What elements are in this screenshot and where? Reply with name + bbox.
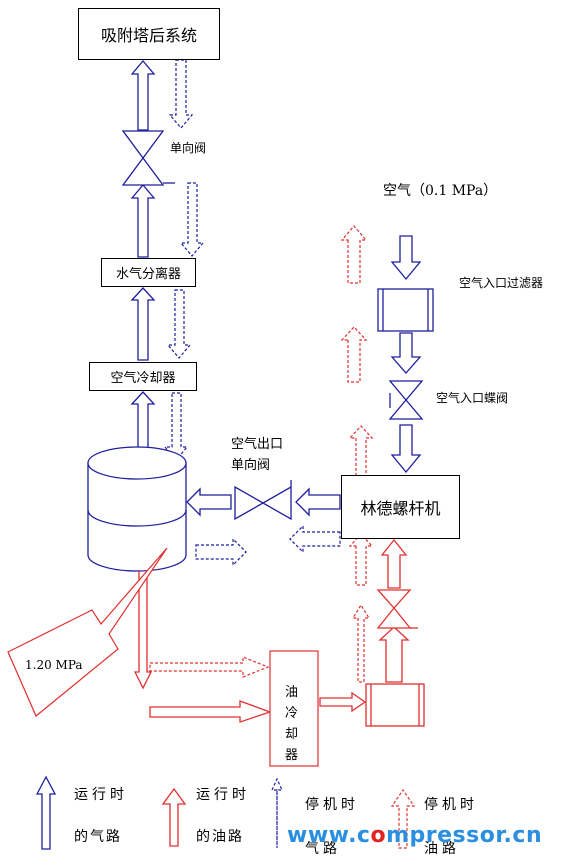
watermark-pre: www.c (287, 823, 371, 848)
legend-stop-air-line1: 停机时 (305, 797, 359, 813)
watermark-o: o (370, 823, 387, 848)
legend-run-air-arrow (35, 775, 57, 850)
arrow-tank-to-cooler (130, 391, 156, 463)
pressure-callout (7, 547, 168, 717)
legend-stop-oil-line1: 停机时 (424, 797, 478, 813)
compressor-label: 林德螺杆机 (360, 499, 441, 518)
oil-cooler-box (269, 650, 319, 767)
air-cooler-box: 空气冷却器 (89, 362, 197, 391)
legend-run-air-line2: 的气路 (74, 829, 122, 845)
check-valve-top-symbol (121, 130, 175, 186)
legend-run-oil-arrow (161, 787, 187, 847)
air-cooler-label: 空气冷却器 (110, 371, 176, 386)
legend-stop-air-line2: 气路 (305, 841, 341, 857)
inlet-filter-label: 空气入口过滤器 (459, 276, 544, 290)
after-system-box: 吸附塔后系统 (78, 8, 220, 60)
run-air-outlet (186, 480, 341, 521)
watermark-post: mpressor.cn (386, 823, 543, 848)
separator-label: 水气分离器 (115, 267, 181, 282)
check-valve-top-label: 单向阀 (170, 141, 207, 155)
oil-cooler-char-1: 油 (285, 685, 299, 700)
oil-cooler-char-2: 冷 (285, 706, 299, 721)
oil-separator-tank (87, 446, 187, 572)
separator-box: 水气分离器 (101, 258, 196, 287)
air-inlet-label: 空气（0.1 MPa） (383, 183, 498, 199)
legend-stop-air-arrow (271, 777, 283, 848)
legend-run-air-line1: 运行时 (74, 787, 128, 803)
arrow-into-after-system (130, 59, 156, 131)
oil-cooler-char-3: 却 (285, 727, 299, 742)
legend-run-oil-line1: 运行时 (196, 787, 250, 803)
after-system-label: 吸附塔后系统 (100, 26, 197, 45)
arrow-cooler-to-separator (130, 287, 156, 361)
outlet-check-valve-label-2: 单向阀 (231, 458, 271, 473)
run-oil-path (133, 538, 425, 847)
run-air-path-left (130, 59, 156, 463)
outlet-check-valve-label-1: 空气出口 (231, 437, 284, 452)
pressure-label: 1.20 MPa (25, 658, 83, 672)
inlet-butterfly-valve-label: 空气入口蝶阀 (436, 391, 509, 405)
run-air-inlet (377, 235, 434, 474)
legend-run-oil-line2: 的油路 (196, 829, 244, 845)
compressor-box: 林德螺杆机 (341, 475, 460, 539)
arrow-separator-to-valve (130, 183, 156, 258)
legend-stop-oil-arrow (390, 788, 416, 849)
legend-stop-oil-line2: 油路 (424, 841, 460, 857)
oil-cooler-char-4: 器 (285, 748, 299, 763)
watermark: www.compressor.cn (287, 823, 542, 848)
stop-oil-dashed (149, 225, 416, 849)
stop-air-dashed-left (163, 59, 341, 848)
